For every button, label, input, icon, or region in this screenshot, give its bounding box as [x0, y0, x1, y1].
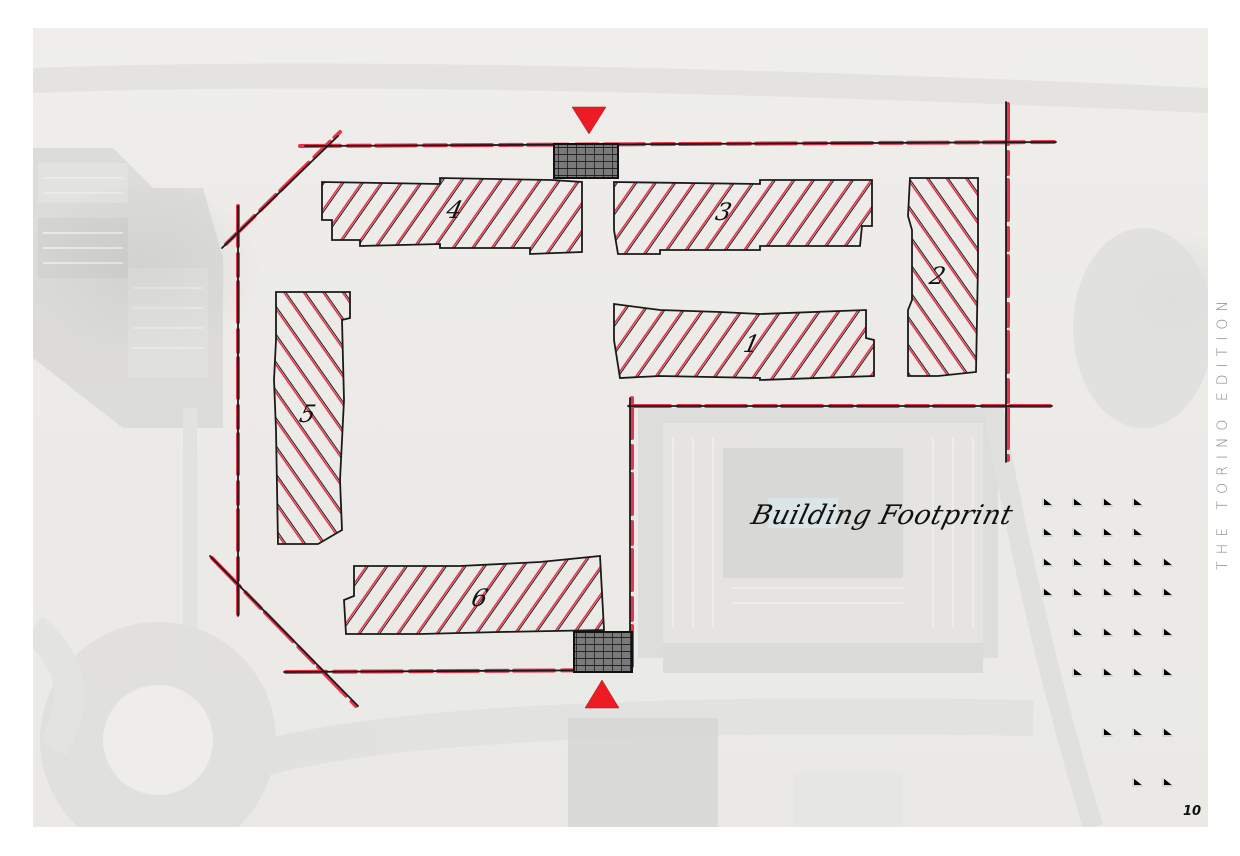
north-gate	[553, 143, 619, 179]
building-footprint-4	[321, 177, 583, 255]
building-footprint-label: Building Footprint	[748, 500, 1017, 531]
building-footprint-6	[343, 555, 605, 635]
aerial-context-shapes	[33, 63, 1208, 827]
building-footprint-3	[613, 179, 873, 255]
existing-hotel-building	[638, 408, 998, 673]
south-gate	[573, 631, 633, 673]
building-footprint-5	[273, 291, 351, 545]
page-number: 10	[1183, 804, 1202, 819]
side-title-text: THE TORINO EDITION	[1215, 294, 1231, 570]
building-footprint-2	[907, 177, 979, 377]
entrance-triangle-down-icon	[571, 106, 607, 135]
side-title: THE TORINO EDITION	[1212, 286, 1234, 578]
aerial-photo-background	[33, 28, 1208, 827]
parking-marks	[1042, 498, 1173, 787]
building-footprint-1	[613, 302, 875, 381]
entrance-triangle-up-icon	[584, 679, 620, 709]
left-highrise-building	[33, 148, 223, 428]
roundabout	[33, 616, 1034, 827]
